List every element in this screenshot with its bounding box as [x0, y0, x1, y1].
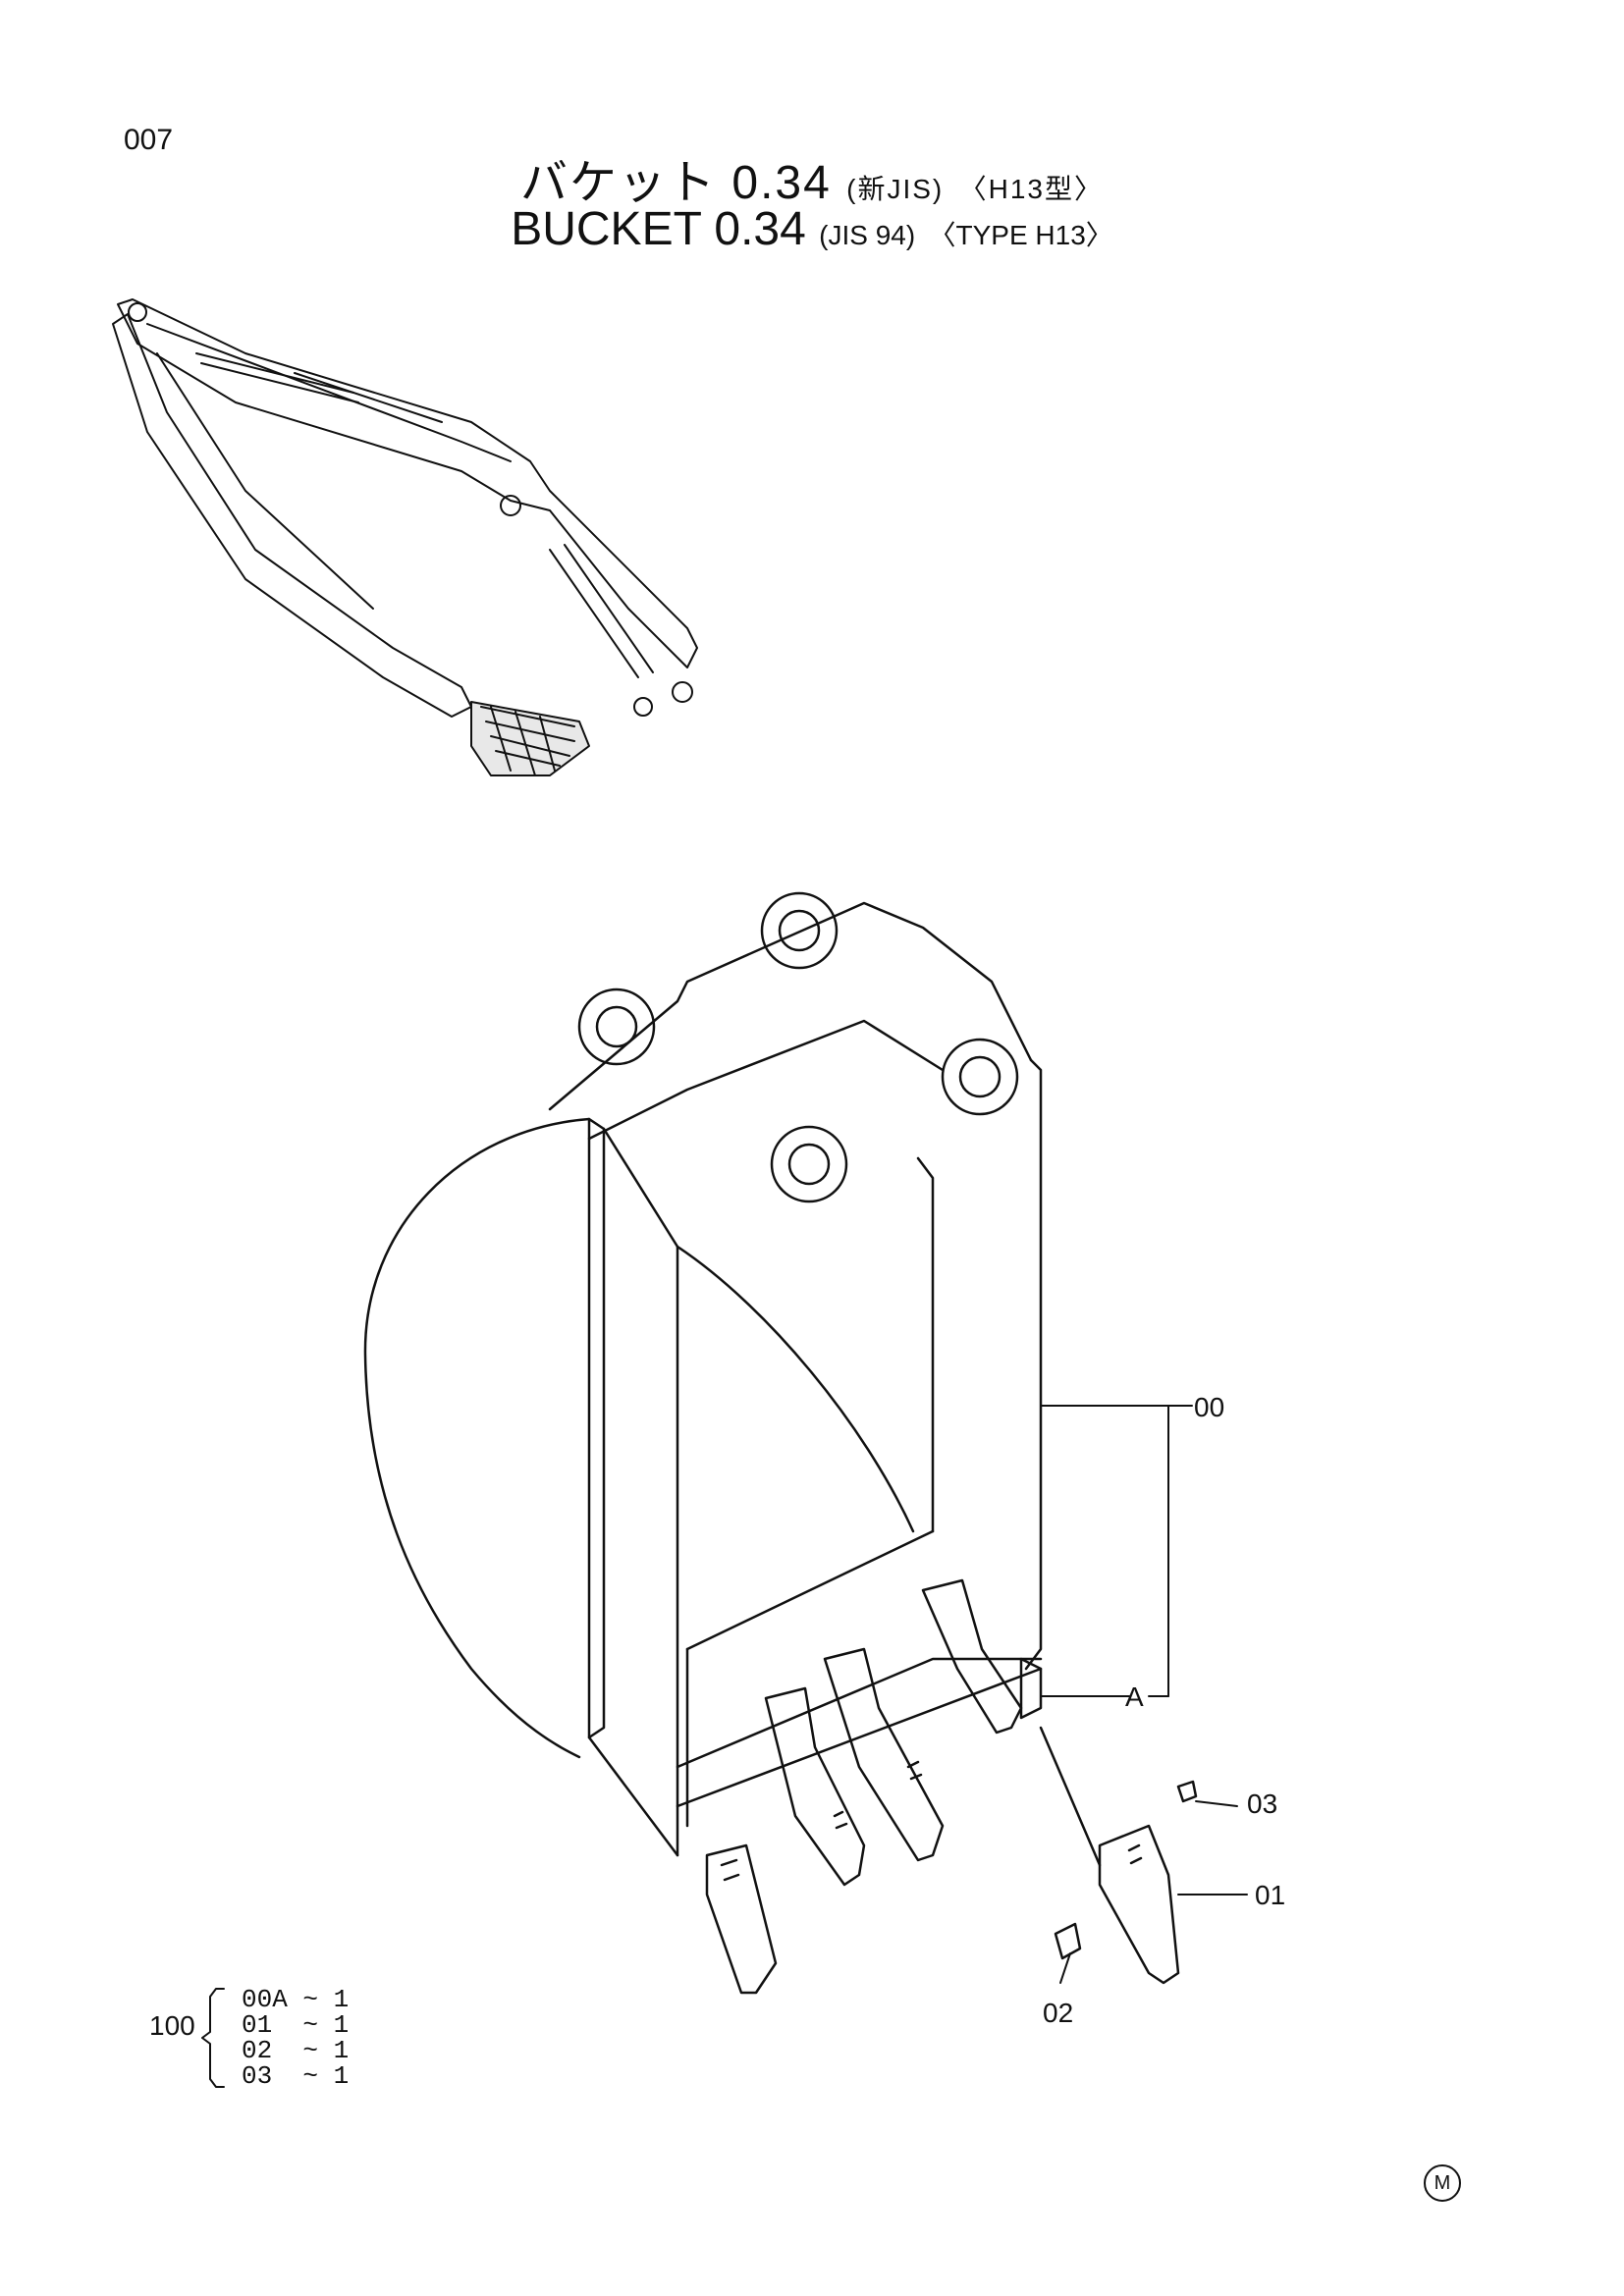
exploded-tooth-parts: [1039, 1726, 1198, 1985]
callout-a: A: [1125, 1682, 1144, 1712]
title-en-standard: (JIS 94): [819, 220, 916, 250]
title-japanese: バケット 0.34 (新JIS) 〈H13型〉: [0, 143, 1624, 212]
title-jp-standard: (新JIS): [846, 174, 945, 204]
callout-00: 00: [1194, 1392, 1225, 1422]
title-jp-main: バケット 0.34: [520, 157, 832, 209]
kit-row: 02 ~ 1: [242, 2036, 350, 2065]
page-number: 007: [124, 124, 174, 156]
title-english: BUCKET 0.34 (JIS 94) 〈TYPE H13〉: [0, 202, 1624, 256]
callout-01: 01: [1255, 1880, 1286, 1910]
callout-03: 03: [1247, 1789, 1278, 1819]
overview-boom-arm-illustration: [112, 298, 698, 776]
bucket-illustration: [363, 891, 1248, 1995]
title-jp-type: 〈H13型〉: [958, 174, 1104, 204]
kit-row: 01 ~ 1: [242, 2010, 350, 2040]
kit-number: 100: [149, 2010, 195, 2041]
title-en-main: BUCKET 0.34: [511, 203, 806, 255]
title-en-type: 〈TYPE H13〉: [928, 220, 1113, 250]
kit-row: 00A ~ 1: [242, 1985, 350, 2014]
installed-teeth: [705, 1578, 1043, 1995]
callout-02: 02: [1043, 1998, 1074, 2028]
kit-brace: [201, 1988, 225, 2088]
kit-row: 03 ~ 1: [242, 2061, 350, 2091]
leader-lines: [1040, 1405, 1248, 1984]
circled-m-mark: M: [1424, 2164, 1461, 2202]
